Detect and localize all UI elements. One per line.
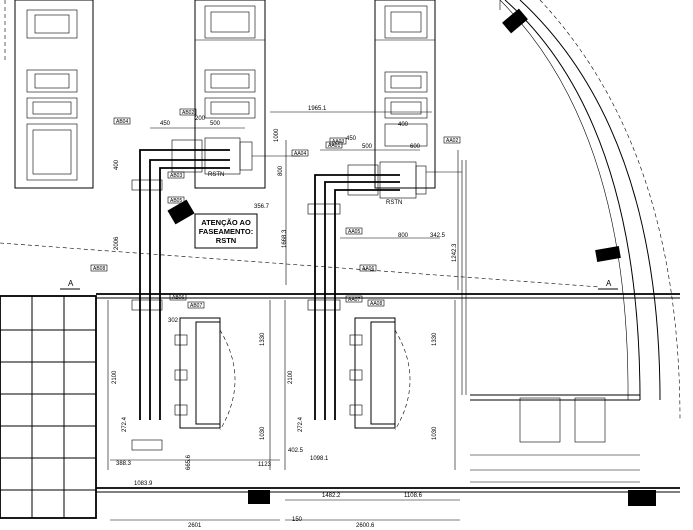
dim-label: 2100 bbox=[288, 370, 294, 384]
dim-label: 2100 bbox=[112, 370, 118, 384]
vertical-dimension-labels: 400 2006 1000 800 1668.3 1242.3 1330 133… bbox=[112, 128, 458, 470]
phase-label-right: RSTN bbox=[386, 200, 402, 206]
warning-line-2: FASEAMENTO: bbox=[199, 227, 253, 236]
dim-label: 1030 bbox=[432, 426, 438, 440]
dim-label: 2601 bbox=[188, 523, 202, 529]
dimension-lines bbox=[110, 111, 460, 521]
dim-label: 342.5 bbox=[430, 233, 446, 239]
equipment-tags: AB04 AB02 AB03 AB05 AB06 AB07 AB08 AA04 … bbox=[90, 108, 461, 309]
dim-label: 2006 bbox=[114, 236, 120, 250]
busbar-route-left bbox=[131, 137, 300, 451]
section-mark-right: A bbox=[606, 279, 612, 288]
dim-label: 500 bbox=[362, 144, 373, 150]
dim-label: 400 bbox=[398, 122, 409, 128]
dim-label: 272.4 bbox=[298, 416, 304, 432]
dim-label: 1083.9 bbox=[134, 481, 153, 487]
dim-label: 1668.3 bbox=[282, 229, 288, 248]
dim-label: 402.5 bbox=[288, 448, 304, 454]
dim-label: 800 bbox=[278, 165, 284, 176]
dim-label: 600 bbox=[410, 144, 421, 150]
dim-label: 1123 bbox=[258, 462, 272, 468]
dim-label: 1965.1 bbox=[308, 106, 327, 112]
warning-line-3: RSTN bbox=[216, 236, 236, 245]
warning-line-1: ATENÇÃO AO bbox=[201, 218, 251, 227]
equipment-block-left bbox=[107, 300, 271, 470]
dim-label: 1330 bbox=[260, 332, 266, 346]
tag: AA07 bbox=[348, 297, 360, 303]
tag: AB03 bbox=[170, 173, 182, 179]
dim-label: 1330 bbox=[432, 332, 438, 346]
phasing-warning: ATENÇÃO AO FASEAMENTO: RSTN bbox=[167, 199, 258, 249]
dim-label: 400 bbox=[114, 159, 120, 170]
busbar-route-right bbox=[307, 160, 467, 420]
curved-wall bbox=[499, 0, 681, 421]
dim-label: 2600.6 bbox=[356, 523, 375, 529]
dim-label: 450 bbox=[160, 121, 171, 127]
dim-label: 388.3 bbox=[116, 461, 132, 467]
dim-label: 450 bbox=[346, 136, 357, 142]
equipment-block-right bbox=[284, 300, 456, 470]
floor-grid bbox=[0, 293, 680, 519]
tag: AB05 bbox=[170, 198, 182, 204]
tag: AB07 bbox=[190, 303, 202, 309]
dim-label: 302 bbox=[168, 318, 179, 324]
dimension-labels: 1965.1 450 200 500 450 500 600 356.7 800… bbox=[116, 106, 446, 529]
dim-label: 1242.3 bbox=[452, 243, 458, 262]
section-line-a: A A bbox=[0, 242, 618, 290]
cable-route-right bbox=[470, 394, 640, 483]
tag: AA05 bbox=[348, 229, 360, 235]
dim-label: 1000 bbox=[274, 128, 280, 142]
tag: AB08 bbox=[93, 266, 105, 272]
tag: AA06 bbox=[362, 266, 374, 272]
dim-label: 1108.6 bbox=[404, 493, 423, 499]
dim-label: 1098.1 bbox=[310, 456, 329, 462]
dim-label: 800 bbox=[398, 233, 409, 239]
dim-label: 500 bbox=[210, 121, 221, 127]
phase-label-left: RSTN bbox=[208, 172, 224, 178]
top-equipment-bays bbox=[4, 0, 501, 189]
tag: AB04 bbox=[116, 119, 128, 125]
tag: AA02 bbox=[446, 138, 458, 144]
dim-label: 1030 bbox=[260, 426, 266, 440]
tag: AA04 bbox=[294, 151, 306, 157]
dim-label: 272.4 bbox=[122, 416, 128, 432]
section-mark-left: A bbox=[68, 279, 74, 288]
tag: AB02 bbox=[182, 110, 194, 116]
tag: AA08 bbox=[370, 301, 382, 307]
dim-label: 1482.2 bbox=[322, 493, 341, 499]
dim-label: 150 bbox=[292, 517, 303, 523]
dim-label: 356.7 bbox=[254, 204, 270, 210]
tag: AA01 bbox=[328, 143, 340, 149]
dim-label: 665.6 bbox=[186, 454, 192, 470]
dim-label: 200 bbox=[195, 116, 206, 122]
tag: AB06 bbox=[172, 295, 184, 301]
